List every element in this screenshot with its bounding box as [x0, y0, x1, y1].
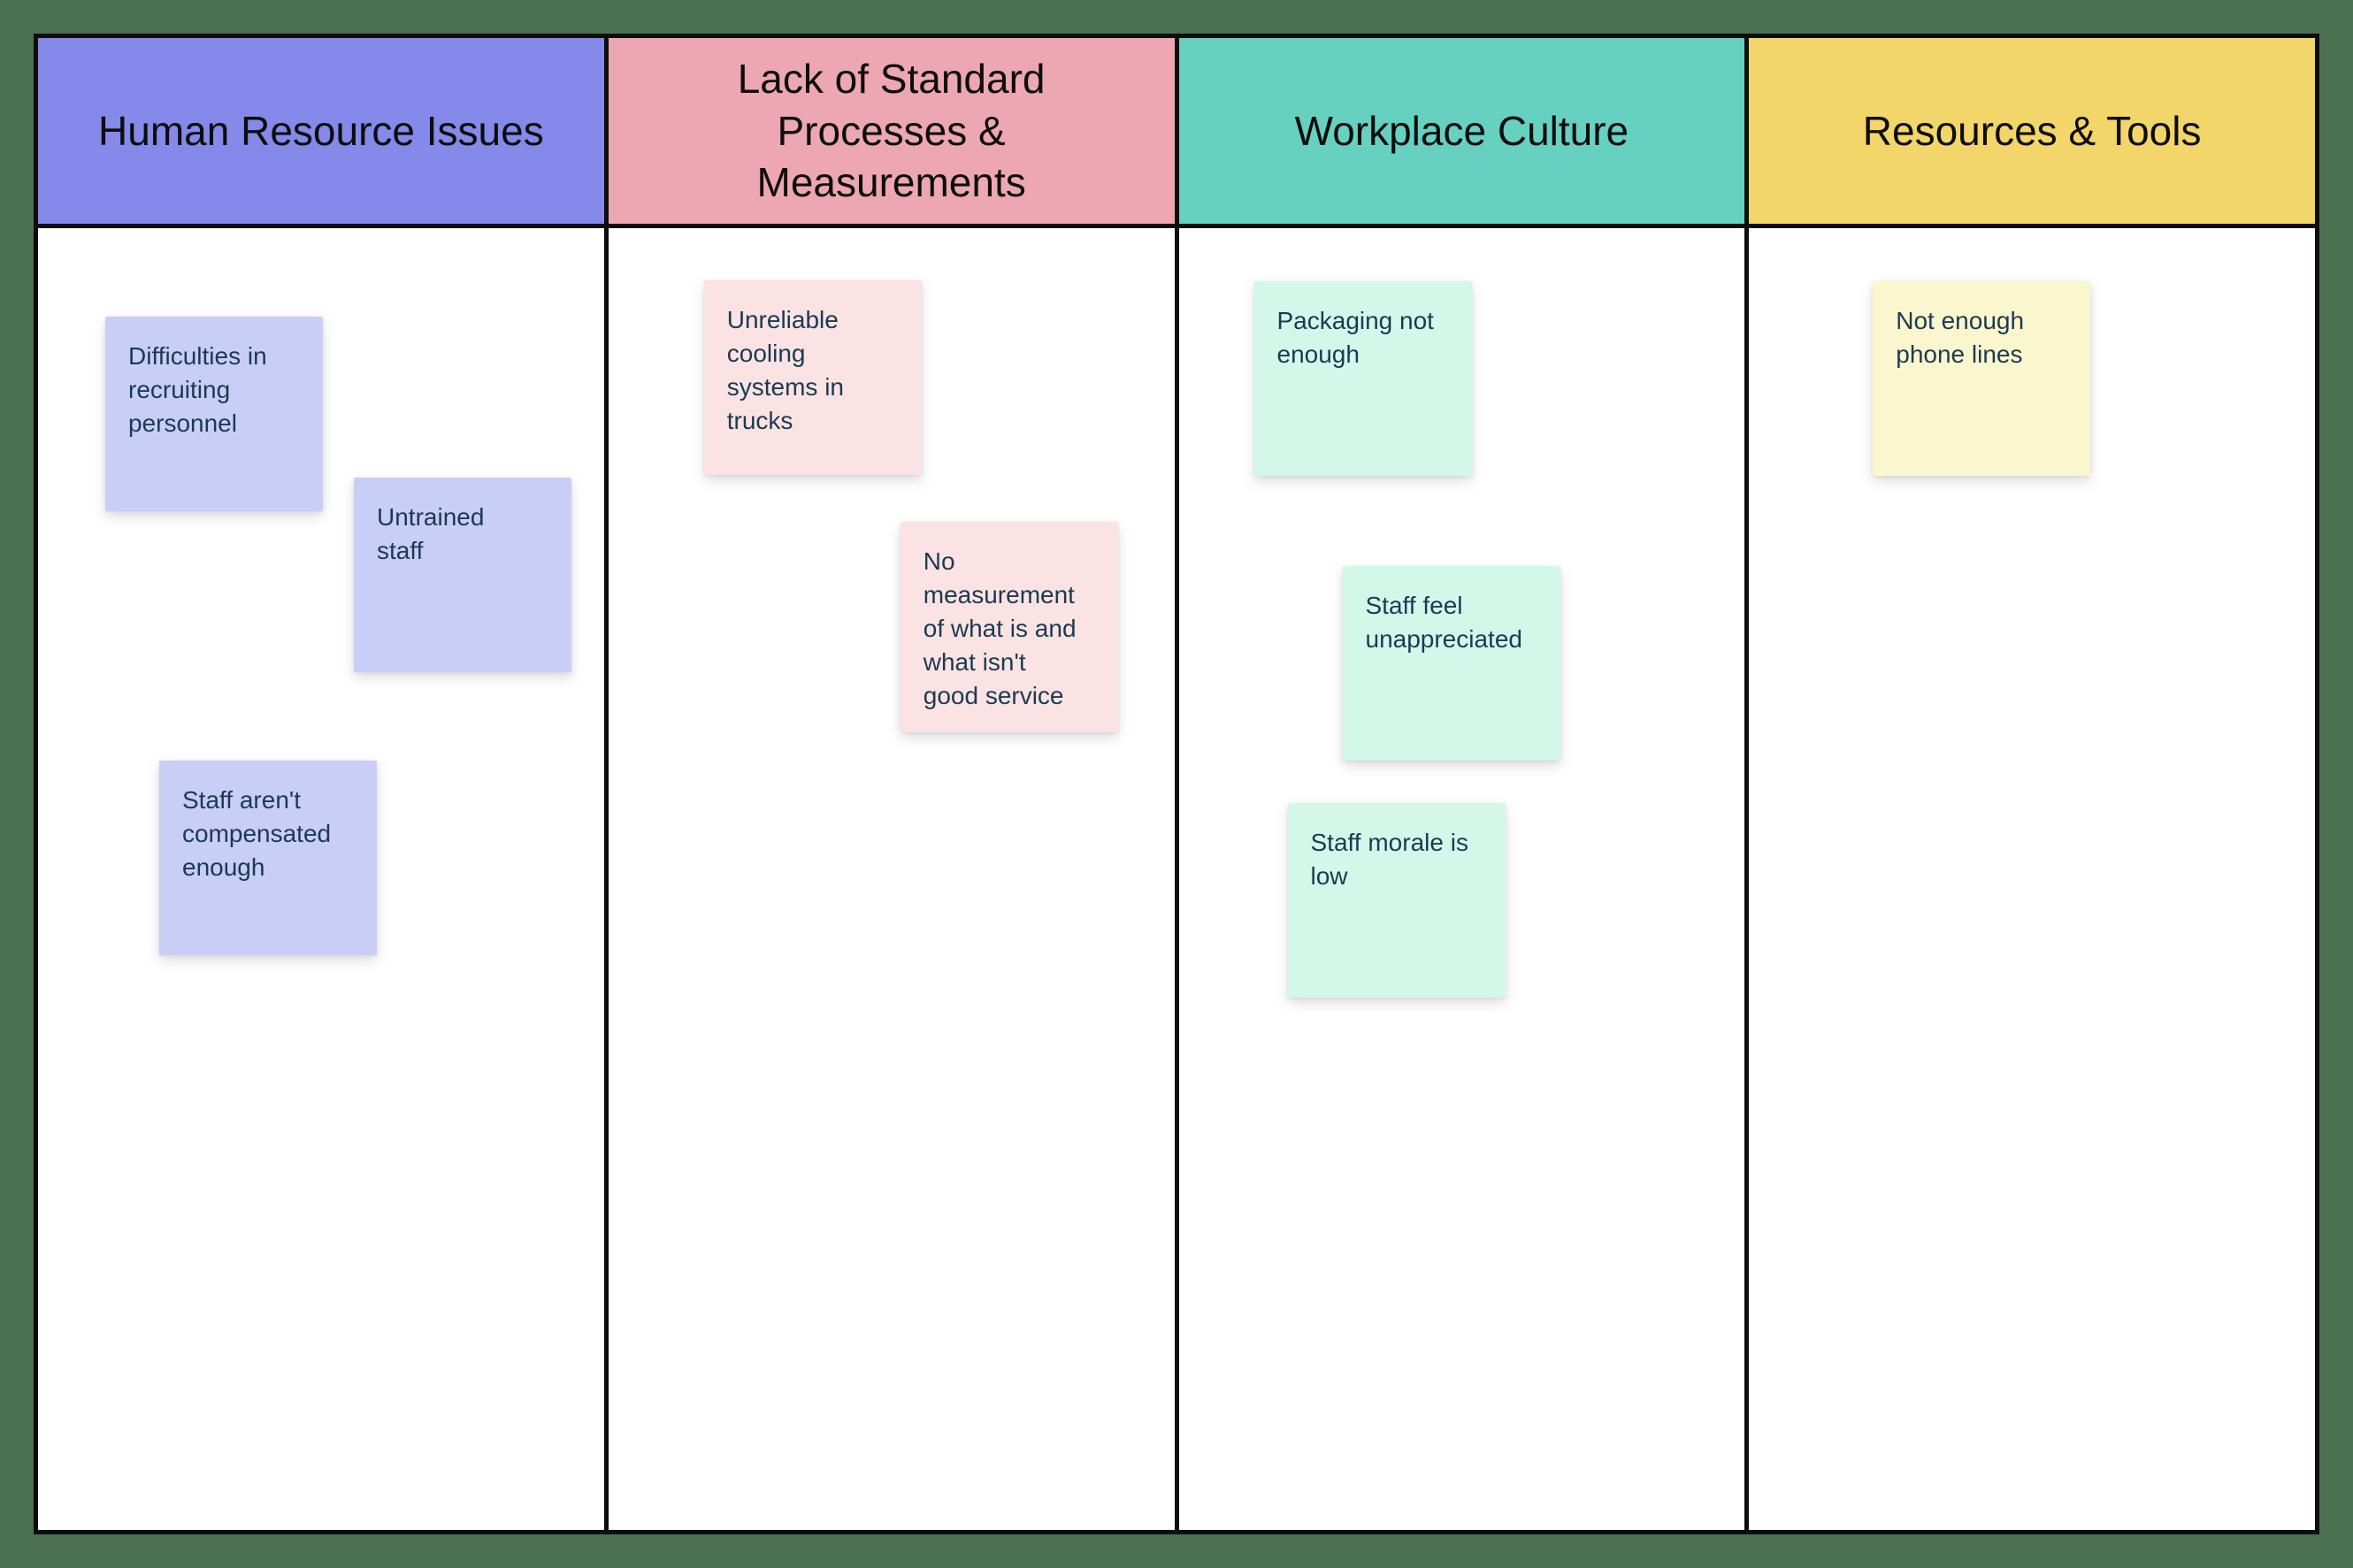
- column-header-lack-of-standard-processes[interactable]: Lack of Standard Processes & Measurement…: [608, 38, 1175, 228]
- column-body-lack-of-standard-processes: Unreliable cooling systems in trucks No m…: [608, 228, 1175, 1530]
- sticky-note[interactable]: Staff feel unappreciated: [1342, 566, 1560, 761]
- column-resources-and-tools: Resources & Tools Not enough phone lines: [1749, 38, 2315, 1530]
- sticky-note[interactable]: Staff aren't compensated enough: [159, 761, 377, 955]
- sticky-note[interactable]: Staff morale is low: [1287, 803, 1506, 998]
- sticky-note[interactable]: No measurement of what is and what isn't…: [900, 522, 1118, 733]
- column-body-resources-and-tools: Not enough phone lines: [1749, 228, 2315, 1530]
- sticky-note[interactable]: Difficulties in recruiting personnel: [105, 317, 323, 511]
- column-title: Lack of Standard Processes & Measurement…: [737, 55, 1046, 206]
- column-title: Workplace Culture: [1294, 107, 1629, 154]
- sticky-note[interactable]: Untrained staff: [354, 478, 571, 672]
- column-header-workplace-culture[interactable]: Workplace Culture: [1178, 38, 1745, 228]
- sticky-note[interactable]: Packaging not enough: [1253, 281, 1472, 476]
- column-human-resource-issues: Human Resource Issues Difficulties in re…: [38, 38, 609, 1530]
- sticky-note[interactable]: Unreliable cooling systems in trucks: [703, 280, 922, 475]
- column-lack-of-standard-processes: Lack of Standard Processes & Measurement…: [608, 38, 1179, 1530]
- column-title: Human Resource Issues: [98, 107, 544, 154]
- column-header-resources-and-tools[interactable]: Resources & Tools: [1749, 38, 2315, 228]
- column-header-human-resource-issues[interactable]: Human Resource Issues: [38, 38, 604, 228]
- affinity-diagram-board: Human Resource Issues Difficulties in re…: [34, 34, 2319, 1534]
- sticky-note[interactable]: Not enough phone lines: [1873, 281, 2091, 476]
- column-title: Resources & Tools: [1862, 107, 2202, 154]
